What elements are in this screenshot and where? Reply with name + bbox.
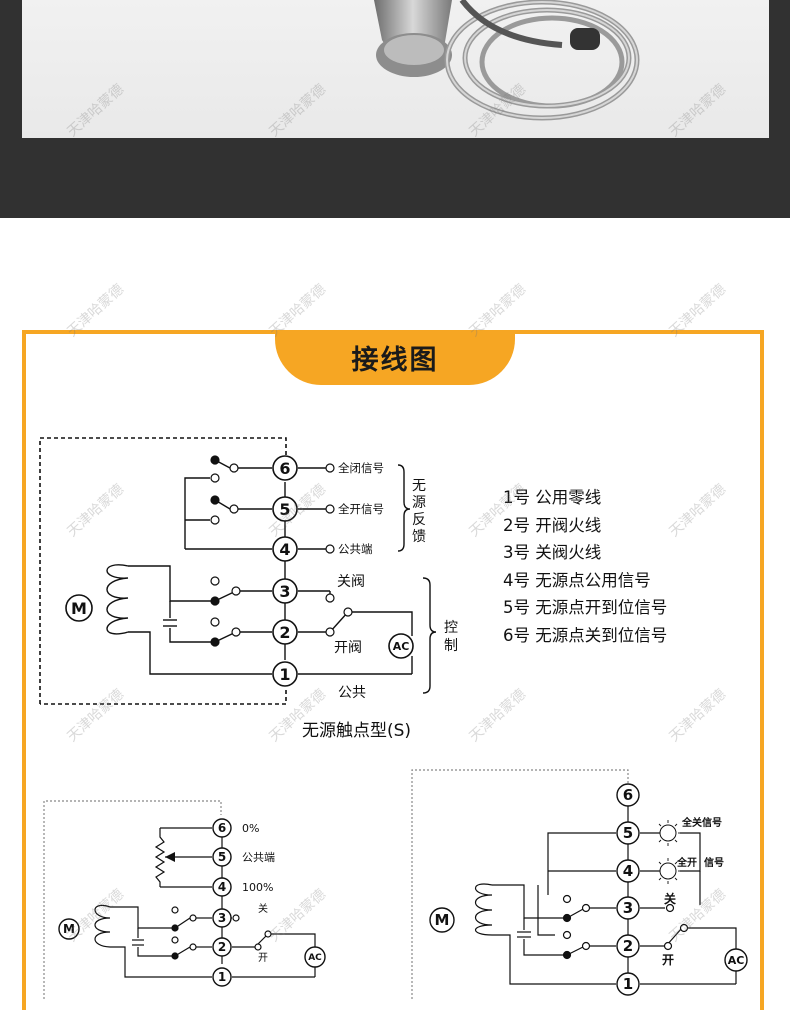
sig-close-label: 全闭信号 [338,461,384,475]
sig-open-label: 全开信号 [338,502,384,516]
legend-item: 5号 无源点开到位信号 [503,598,668,617]
sig-common-label: 公共端 [338,542,373,556]
lamp-icons [655,820,681,884]
control-label: 控 [444,620,458,636]
terminal-5: 5 [623,824,633,842]
terminal-4: 4 [279,540,290,559]
diagram-passive-contact [39,437,437,705]
motor-label: M [435,911,450,929]
close-label: 关 [258,902,268,915]
top-band [0,0,790,218]
control-label: 制 [444,638,458,654]
feedback-label: 源 [412,495,426,511]
title-tab [275,331,515,385]
terminal-5: 5 [218,850,226,864]
terminal-1: 1 [623,975,633,993]
legend-item: 1号 公用零线 [503,488,602,507]
terminal-4: 4 [623,862,633,880]
diagram1-terminals [65,455,414,687]
diagram-caption: 无源触点型(S) [302,721,411,741]
diagram-potentiometer [43,800,316,999]
feedback-label: 馈 [412,529,426,545]
terminal-5: 5 [279,500,290,519]
open-valve-label: 开阀 [334,640,362,656]
terminal-3: 3 [279,582,290,601]
actuator-cable-image [374,0,640,121]
diagram1-contacts [210,455,353,647]
diagram-lamp [411,769,737,999]
pct0-label: 0% [242,822,259,835]
all-open-label: 全开 [676,856,697,869]
ac-label: AC [308,953,322,963]
legend-item: 3号 关阀火线 [503,543,602,562]
product-photo [22,0,769,138]
motor-label: M [63,922,75,936]
terminal-2: 2 [623,937,633,955]
common-label: 公共端 [242,851,275,864]
terminal-legend: 1号 公用零线 2号 开阀火线 3号 关阀火线 4号 无源点公用信号 5号 无源… [503,484,667,649]
terminal-6: 6 [623,786,633,804]
terminal-2: 2 [279,623,290,642]
open-label: 开 [662,953,674,967]
pct100-label: 100% [242,881,273,894]
all-close-label: 全关信号 [681,816,722,829]
terminal-3: 3 [623,899,633,917]
open-label: 开 [258,953,268,964]
ac-label: AC [393,640,410,653]
signal-label: 信号 [704,856,724,869]
terminal-3: 3 [218,911,226,925]
feedback-label: 反 [412,512,426,528]
legend-item: 4号 无源点公用信号 [503,570,651,590]
terminal-4: 4 [218,880,226,894]
ac-label: AC [728,954,745,967]
terminal-1: 1 [218,970,226,984]
terminal-1: 1 [279,665,290,684]
terminal-2: 2 [218,940,226,954]
close-label: 关 [664,891,676,906]
legend-item: 2号 开阀火线 [503,515,602,535]
terminal-6: 6 [218,821,226,835]
close-valve-label: 关阀 [337,574,365,590]
motor-label: M [71,599,87,618]
common-label: 公共 [338,685,366,701]
terminal-6: 6 [279,459,290,478]
section-title: 接线图 [351,345,439,376]
feedback-label: 无 [412,478,426,494]
legend-item: 6号 无源点关到位信号 [503,625,668,645]
